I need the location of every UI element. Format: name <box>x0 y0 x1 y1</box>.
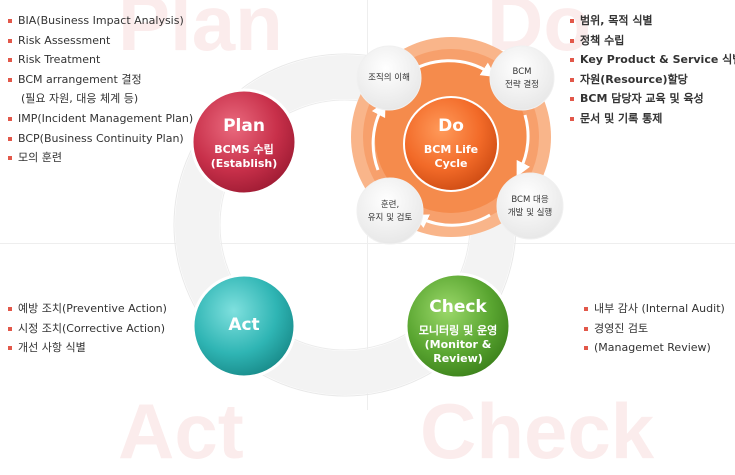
list-item: Risk Treatment <box>8 50 193 70</box>
bullet-icon <box>8 346 12 351</box>
list-item: BIA(Business Impact Analysis) <box>8 11 193 31</box>
act-circle <box>191 273 297 379</box>
do-circle <box>403 96 499 192</box>
list-item: 시정 조치(Corrective Action) <box>8 319 167 339</box>
do-circle-sub2: Cycle <box>434 157 468 170</box>
bullet-icon <box>8 116 12 121</box>
list-item: IMP(Incident Management Plan) <box>8 109 193 129</box>
bullet-icon <box>8 77 12 82</box>
bullet-icon <box>8 307 12 311</box>
list-item: Risk Assessment <box>8 31 193 51</box>
do-step-4-circle <box>356 177 424 245</box>
list-item: 개선 사항 식별 <box>8 338 167 358</box>
list-item-continuation: (필요 자원, 대응 체계 등) <box>21 92 139 106</box>
list-item: 예방 조치(Preventive Action) <box>8 299 167 319</box>
plan-circle <box>190 88 298 196</box>
plan-circle-title: Plan <box>223 116 265 136</box>
list-item: BCP(Business Continuity Plan) <box>8 129 193 149</box>
list-item: BCM 담당자 교육 및 육성 <box>570 89 735 109</box>
do-step-1-circle <box>356 45 422 111</box>
check-circle-sub2: (Monitor & <box>424 338 492 351</box>
bullet-icon <box>8 19 12 23</box>
list-item: Key Product & Service 식별 <box>570 50 735 70</box>
bullet-icon <box>8 58 12 63</box>
check-list: 내부 감사 (Internal Audit) 경영진 검토 (Managemet… <box>584 299 725 358</box>
check-circle-title: Check <box>429 297 487 317</box>
do-cycle-arrow-2 <box>516 114 531 177</box>
do-cycle-arrow-3 <box>413 213 491 228</box>
bullet-icon <box>8 38 12 43</box>
do-step-3-label-line1: BCM 대응 <box>511 195 549 205</box>
do-step-2-label-line1: BCM <box>512 67 532 77</box>
bg-word-plan: Plan <box>118 0 283 67</box>
do-list: 범위, 목적 식별 정책 수립 Key Product & Service 식별… <box>570 11 735 129</box>
bullet-icon <box>570 116 574 121</box>
list-item: 경영진 검토 <box>584 319 725 339</box>
list-item: (Managemet Review) <box>584 338 725 358</box>
act-list: 예방 조치(Preventive Action) 시정 조치(Correctiv… <box>8 299 167 358</box>
list-item: 자원(Resource)할당 <box>570 70 735 90</box>
do-step-3-circle <box>496 172 564 240</box>
check-circle-sub1: 모니터링 및 운영 <box>418 324 498 337</box>
do-circle-sub1: BCM Life <box>423 143 479 156</box>
check-circle <box>404 272 512 380</box>
bullet-icon <box>8 136 12 141</box>
do-step-2-circle <box>489 45 555 111</box>
bullet-icon <box>8 156 12 161</box>
bullet-icon <box>570 97 574 102</box>
bullet-icon <box>584 346 588 351</box>
bullet-icon <box>570 38 574 43</box>
do-step-4-label-line1: 훈련, <box>380 200 400 210</box>
bullet-icon <box>570 19 574 23</box>
list-item: 정책 수립 <box>570 31 735 51</box>
plan-list: BIA(Business Impact Analysis) Risk Asses… <box>8 11 193 168</box>
bullet-icon <box>8 326 12 331</box>
do-step-1-label: 조직의 이해 <box>368 73 410 83</box>
bullet-icon <box>570 77 574 82</box>
act-circle-title: Act <box>228 315 260 335</box>
check-circle-sub3: Review) <box>433 352 483 365</box>
plan-circle-sub1: BCMS 수립 <box>214 143 274 156</box>
do-step-3-label-line2: 개발 및 실행 <box>507 208 553 218</box>
pdca-diagram <box>173 37 564 397</box>
bullet-icon <box>584 307 588 311</box>
do-step-2-label-line2: 전략 결정 <box>505 80 539 90</box>
list-item: 문서 및 기록 통제 <box>570 109 735 129</box>
list-item: 모의 훈련 <box>8 148 193 168</box>
list-item: 범위, 목적 식별 <box>570 11 735 31</box>
bullet-icon <box>570 58 574 63</box>
list-item: 내부 감사 (Internal Audit) <box>584 299 725 319</box>
do-cycle-arrow-4 <box>371 101 386 171</box>
do-circle-title: Do <box>438 116 464 136</box>
do-step-4-label-line2: 유지 및 검토 <box>367 213 413 223</box>
plan-circle-sub2: (Establish) <box>210 157 278 170</box>
bullet-icon <box>584 326 588 331</box>
list-item: BCM arrangement 결정 <box>8 70 193 90</box>
